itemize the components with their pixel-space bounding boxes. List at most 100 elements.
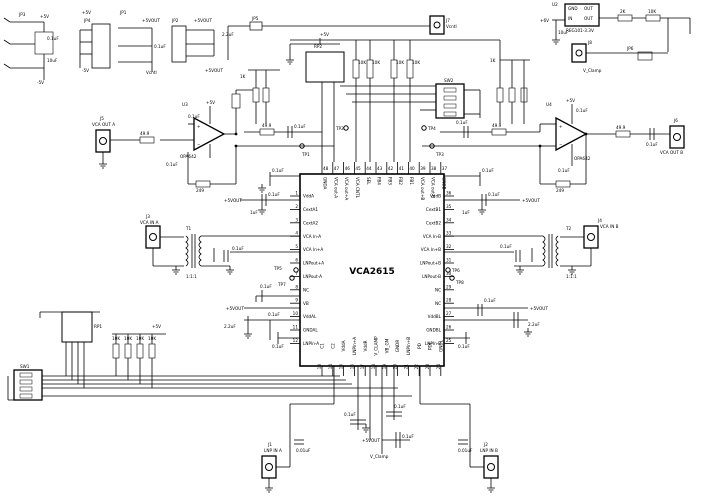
j3-ref: J3 — [145, 214, 150, 219]
ic-pin-num-right: 28 — [446, 298, 452, 303]
rp2-rail: +5V — [320, 32, 329, 37]
ic-pin-num-bottom: 19 — [382, 364, 387, 370]
rail-mid-left: +5VOUT — [224, 198, 242, 203]
ic-pin-name-top: VCA out+B — [420, 177, 425, 200]
t1-ratio: 1:1:1 — [186, 274, 197, 279]
ic-pin-num-top: 44 — [366, 166, 372, 171]
j6-ref: J6 — [673, 118, 678, 123]
bc-vclamp: V_Clamp — [370, 454, 389, 459]
ic-pin-num-top: 38 — [431, 166, 437, 171]
pu-r4: 10K — [148, 336, 156, 341]
ic-pin-name-bottom: C1 — [320, 343, 325, 349]
ic-pin-name-bottom: LNPIn+B — [406, 337, 411, 355]
u3-cbyp-label: 0.1uF — [188, 114, 200, 119]
ic-pin-num-bottom: 16 — [349, 364, 354, 370]
ic-pin-name-bottom: GNDL — [438, 339, 443, 352]
ic-pin-num-top: 48 — [323, 166, 329, 171]
ic-pin-name-right: NC — [435, 287, 441, 292]
vcntl-connector-j7: JP5 J7 Vcntl — [227, 15, 457, 60]
jp2-rail-label: +5VOUT — [194, 18, 212, 23]
u2-out2-pin: OUT — [584, 16, 593, 21]
ic-pin-num-bottom: 21 — [403, 364, 408, 370]
ic-pin-num-left: 9 — [295, 298, 298, 303]
ic-pin-name-left: VddAL — [303, 314, 317, 319]
ic-pin-num-top: 42 — [388, 166, 394, 171]
u4-cbyp-label: 0.1uF — [576, 108, 588, 113]
rl-cap1: 2.2uF — [528, 322, 540, 327]
ic-pin-num-left: 6 — [295, 258, 298, 263]
ll-cap2: 2.2uF — [224, 324, 236, 329]
ic-pin-name-right: GNDBL — [426, 328, 441, 333]
ic-pin-name-left: CextA1 — [303, 207, 318, 212]
jp3-label: JP3 — [18, 12, 26, 17]
connector-j1: J1 LNP IN A 0.01uF — [261, 366, 335, 486]
ic-pin-num-bottom: 18 — [371, 364, 376, 370]
jp3-rail-label: +5V — [40, 14, 49, 19]
j1-cap: 0.01uF — [296, 448, 311, 453]
j1-ref: J1 — [267, 442, 272, 447]
ic-pin-num-right: 33 — [446, 231, 452, 236]
u2-r2-label: 10K — [648, 9, 656, 14]
c-mid-left-1u: 1uF — [250, 210, 258, 215]
ic-pin-name-left: LNPout+A — [303, 261, 324, 266]
pu-r1: 10K — [112, 336, 120, 341]
u2-r-label: 2K — [620, 9, 626, 14]
j6-name: VCA OUT B — [660, 150, 683, 155]
j4-name: VCA IN B — [600, 224, 619, 229]
ic-pin-num-right: 36 — [446, 191, 452, 196]
ic-pin-name-bottom: VddR — [363, 340, 368, 351]
ic-pin-name-bottom: V_CLAMP — [374, 336, 379, 356]
ic-pin-num-top: 40 — [409, 166, 415, 171]
bc-cap2: 0.1uF — [394, 404, 406, 409]
ic-pin-name-right: VCA In-B — [423, 234, 441, 239]
ic-pin-num-left: 1 — [295, 191, 298, 196]
u4-rail: +5V — [566, 98, 575, 103]
ic-pin-num-left: 5 — [295, 244, 298, 249]
ic-pin-name-left: VB — [303, 301, 309, 306]
t2-ratio: 1:1:1 — [566, 274, 577, 279]
ic-pin-num-right: 31 — [446, 258, 452, 263]
u2-in-pin: IN — [568, 16, 572, 21]
ic-pin-name-bottom: LNPIn+A — [352, 337, 357, 355]
resistor-array-rp2: RP2 +5V — [289, 32, 345, 83]
jp3-m5v-label: -5V — [37, 80, 44, 85]
bc-rail: +5VOUT — [362, 438, 380, 443]
ic-pin-name-bottom: PD — [417, 343, 422, 349]
ic-pin-num-bottom: 14 — [328, 364, 333, 370]
j5-ref: J5 — [99, 116, 104, 121]
u3-rail: +5V — [206, 100, 215, 105]
bc-cap1: 0.1uF — [344, 412, 356, 417]
ic-pin-name-left: GNDAL — [303, 328, 318, 333]
svg-text:+: + — [559, 124, 563, 129]
mid-rails: +5VOUT 0.1uF +5VOUT 0.1uF 1uF 1uF 0.1uF … — [224, 168, 540, 215]
ic-pin-name-top: VCA out+A — [344, 177, 349, 200]
r-b-series-label: 49.9 — [492, 123, 502, 128]
rb-b-label: 1K — [490, 58, 496, 63]
ic-pin-name-top: VCA out-B — [431, 177, 436, 198]
ground-symbols — [99, 36, 576, 493]
ic-pin-num-left: 3 — [295, 217, 298, 222]
ic-pin-num-right: 27 — [446, 311, 452, 316]
ic-pin-num-bottom: 17 — [360, 364, 365, 370]
jp4-label: JP4 — [83, 18, 91, 23]
ic-pin-name-bottom: VB_GM — [384, 338, 389, 353]
ic-pin-name-right: CextB2 — [426, 220, 441, 225]
ic-pin-num-top: 37 — [442, 166, 448, 171]
tp1-label: TP1 — [301, 152, 310, 157]
tp7-label: TP7 — [277, 282, 286, 287]
ic-pin-name-left: VCA In+A — [303, 247, 323, 252]
t2-cap: 0.1uF — [500, 244, 512, 249]
tp4-label: TP4 — [427, 126, 436, 131]
j2-name: LNP IN B — [480, 448, 498, 453]
u4-cbyp2-label: 0.1uF — [558, 168, 570, 173]
jp6-label: JP6 — [626, 46, 634, 51]
u2-part-label: REG101-3.3V — [566, 28, 594, 33]
j8-vclamp-label: V_Clamp — [583, 68, 602, 73]
ic-pin-name-top: FB3 — [387, 177, 392, 185]
ic-pin-name-right: LNPIn-B — [425, 341, 441, 346]
t1-cap: 0.1uF — [232, 246, 244, 251]
ic-pin-num-top: 43 — [377, 166, 383, 171]
rb-a-label: 1K — [240, 74, 246, 79]
